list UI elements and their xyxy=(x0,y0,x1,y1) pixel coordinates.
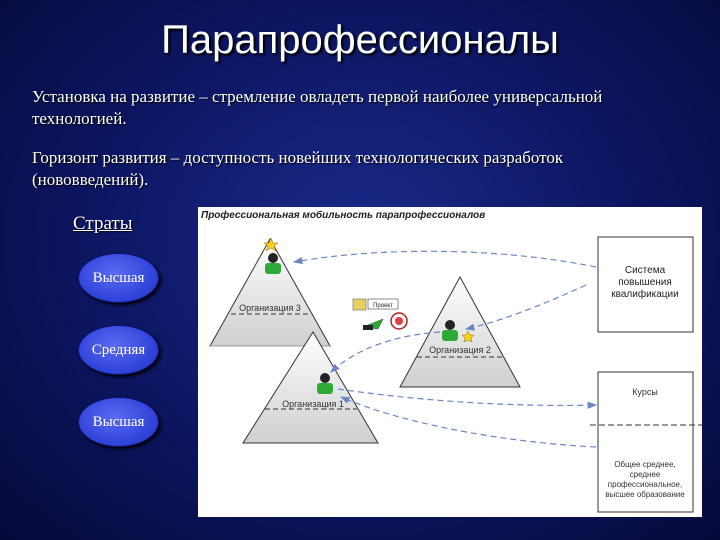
org2-label: Организация 2 xyxy=(429,345,491,355)
stratum-oval-middle: Средняя xyxy=(78,325,159,375)
education-label-line1: Общее среднее, xyxy=(614,460,675,469)
person-icon xyxy=(265,253,281,274)
education-box: Курсы Общее среднее, среднее профессиона… xyxy=(590,371,702,513)
diagram-title: Профессиональная мобильность парапрофесс… xyxy=(201,209,485,221)
system-label-line1: Система xyxy=(625,265,666,276)
slide-title: Парапрофессионалы xyxy=(161,18,559,62)
education-label-line3: профессиональное, xyxy=(608,480,682,489)
stratum-label: Высшая xyxy=(92,413,145,430)
person-icon xyxy=(442,320,458,341)
star-icon xyxy=(461,330,475,343)
stratum-oval-bottom: Высшая xyxy=(78,397,159,447)
star-icon xyxy=(263,237,279,252)
mobility-diagram: Профессиональная мобильность парапрофесс… xyxy=(198,207,702,517)
education-label-line2: среднее xyxy=(630,470,661,479)
paragraph-development-horizon: Горизонт развития – доступность новейших… xyxy=(32,148,564,189)
stratum-label: Средняя xyxy=(91,341,146,358)
system-label-line2: повышения xyxy=(618,277,672,288)
stratum-oval-top: Высшая xyxy=(78,253,159,303)
strata-label: Страты xyxy=(73,213,133,234)
project-icon-group: Проект xyxy=(352,298,408,330)
pyramid-organization-2: Организация 2 xyxy=(399,275,521,388)
org1-label: Организация 1 xyxy=(282,399,344,409)
pyramid-organization-3: Организация 3 xyxy=(209,237,331,347)
paragraph-development-attitude: Установка на развитие – стремление овлад… xyxy=(32,87,603,128)
system-label-line3: квалификации xyxy=(611,288,678,300)
org3-label: Организация 3 xyxy=(239,303,301,313)
courses-label: Курсы xyxy=(632,387,658,397)
education-label-line4: высшее образование xyxy=(605,490,685,499)
stratum-label: Высшая xyxy=(92,269,145,286)
flow-arrows xyxy=(292,250,598,448)
pyramid-organization-1: Организация 1 xyxy=(242,331,379,444)
project-label: Проект xyxy=(373,303,393,309)
person-icon xyxy=(317,373,333,394)
qualification-system-box: Система повышения квалификации xyxy=(597,236,694,333)
